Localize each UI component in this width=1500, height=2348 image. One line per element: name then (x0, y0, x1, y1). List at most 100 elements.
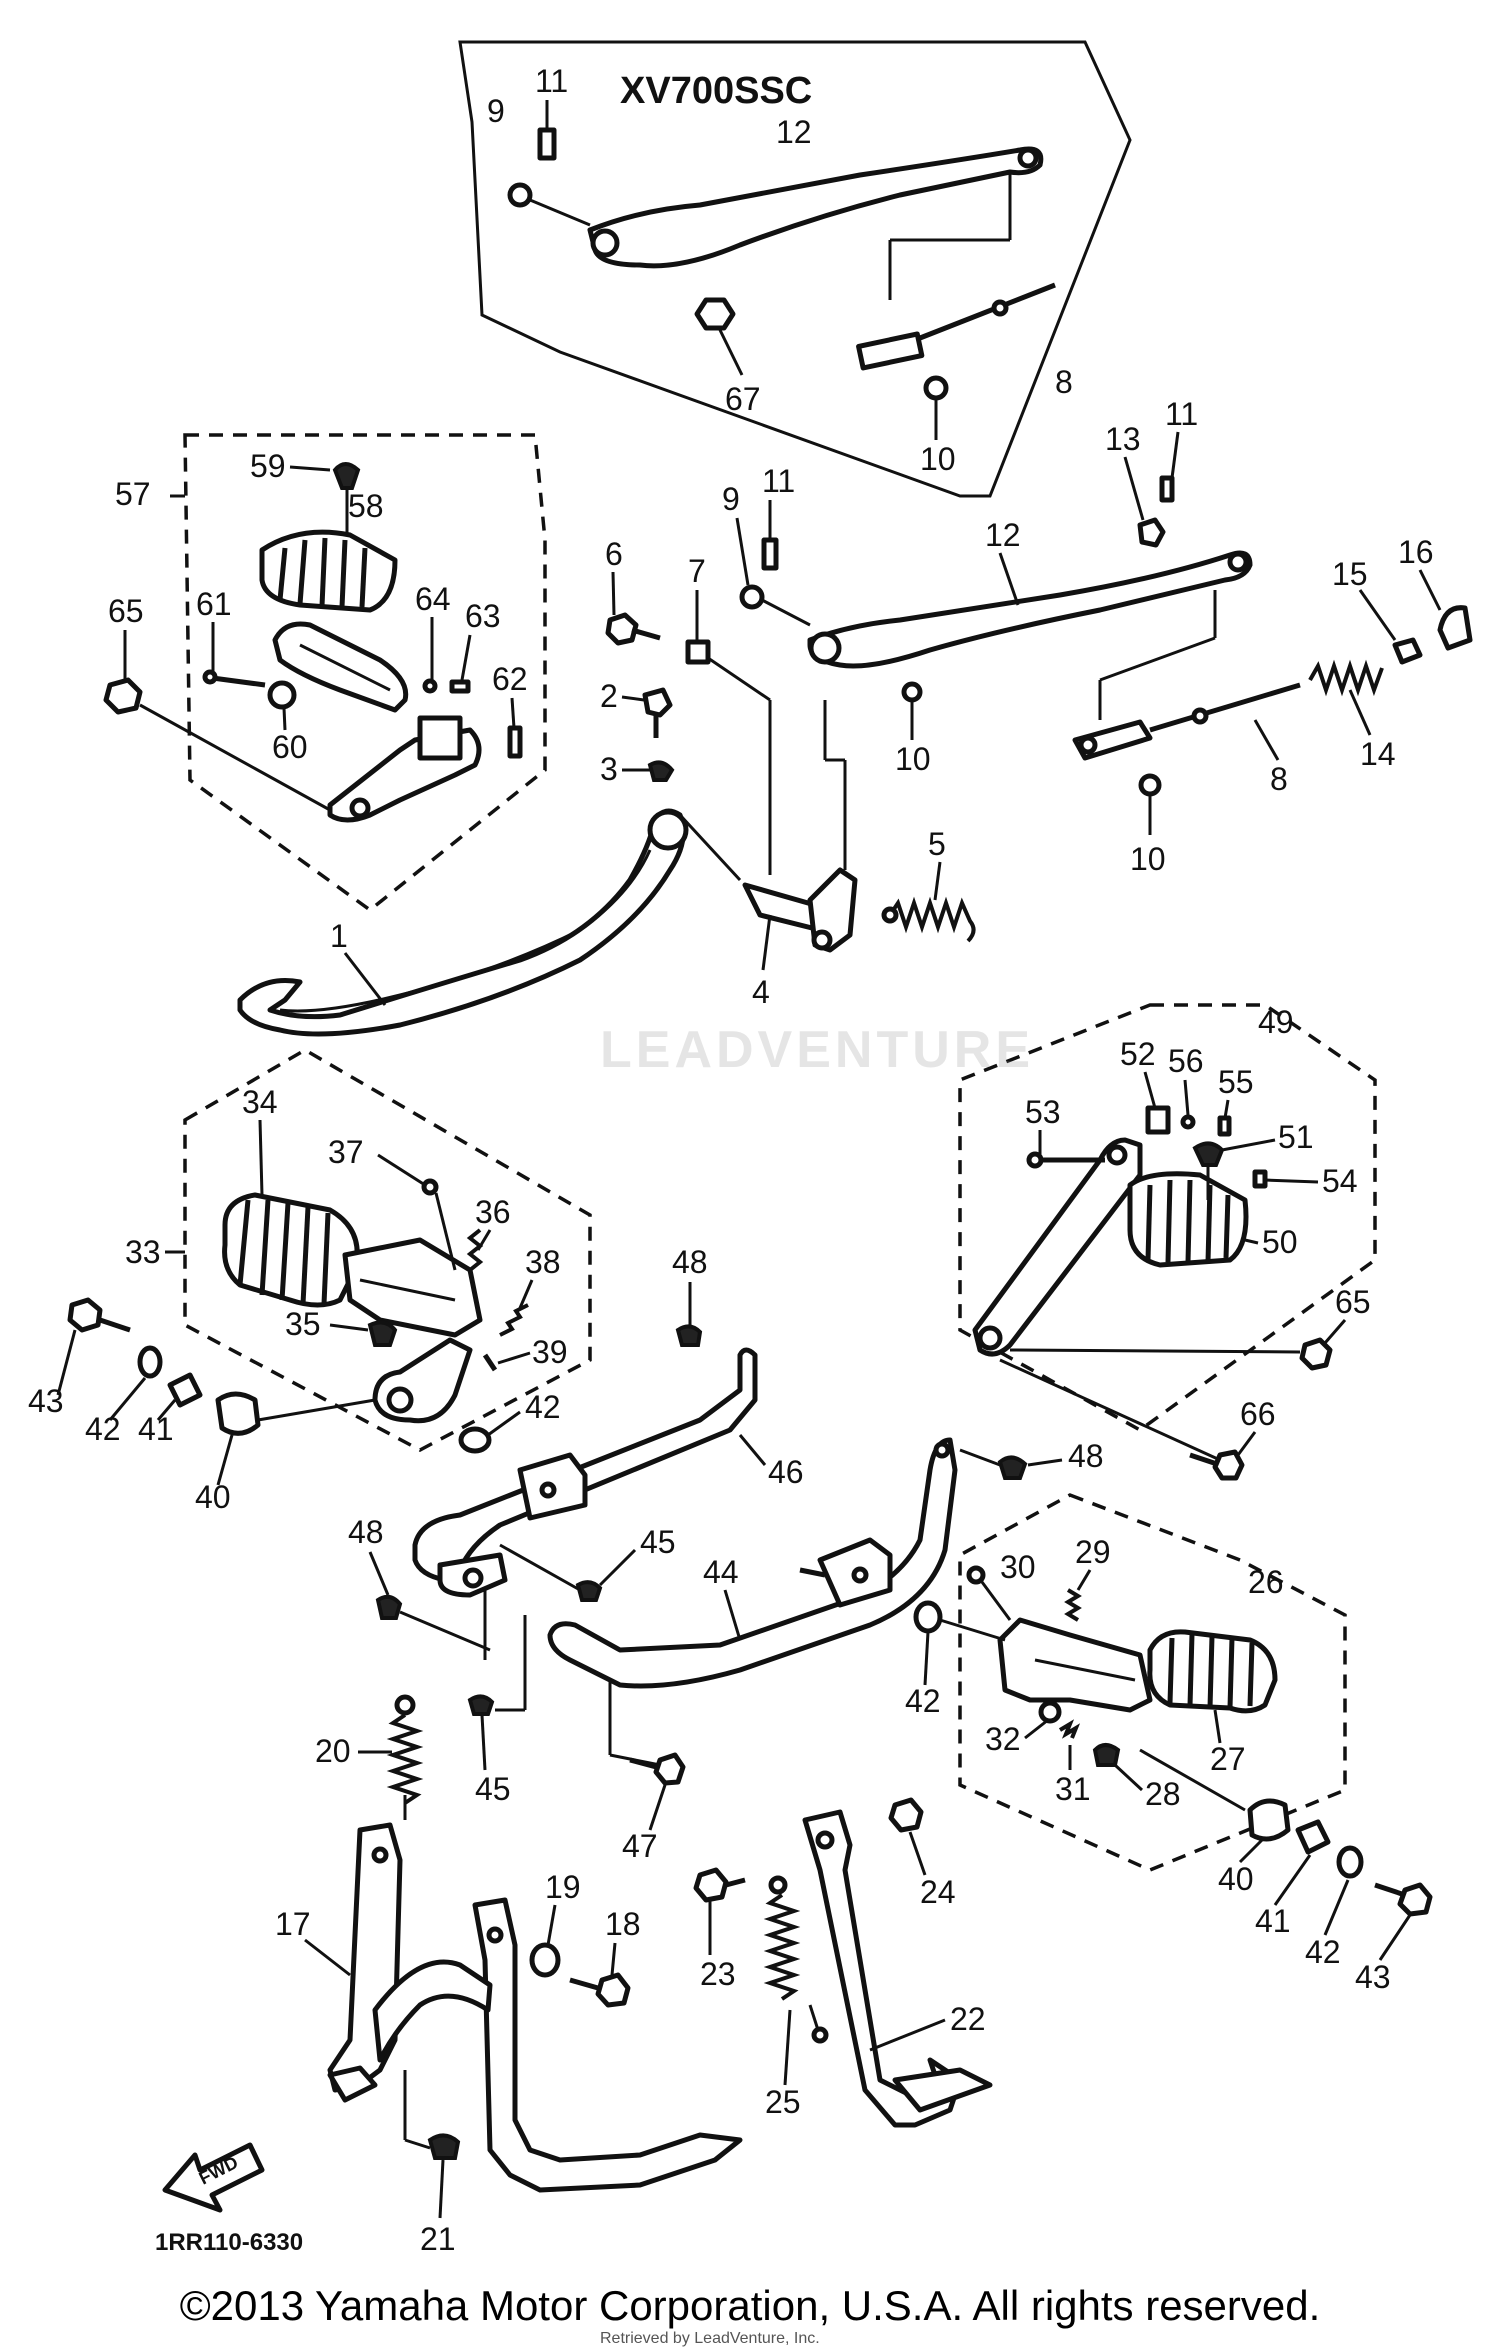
pin-37 (421, 1178, 439, 1196)
callout-26: 26 (1248, 1564, 1284, 1600)
pin-11 (537, 127, 557, 161)
callout-43: 43 (28, 1383, 64, 1419)
callout-33: 33 (125, 1234, 161, 1270)
inset-xv700ssc: XV700SSC 11 9 12 67 8 10 (458, 40, 1132, 498)
brake-rod-12 (587, 146, 1044, 269)
callout-8: 8 (1055, 364, 1073, 400)
callout-10c: 10 (1130, 841, 1166, 877)
pin-10 (923, 375, 949, 401)
callout-65b: 65 (1335, 1284, 1371, 1320)
callout-43b: 43 (1355, 1959, 1391, 1995)
nut-35 (367, 1320, 398, 1347)
callout-63: 63 (465, 598, 501, 634)
pin-62 (507, 725, 523, 759)
bolt-51 (1192, 1141, 1225, 1167)
callout-19: 19 (545, 1869, 581, 1905)
clip-55 (1217, 1115, 1232, 1137)
footrest-assy-33: 34 37 33 36 38 35 39 43 42 41 40 (28, 1047, 592, 1515)
spring-29 (1064, 1588, 1082, 1622)
callout-57: 57 (115, 476, 151, 512)
callout-1: 1 (330, 918, 348, 954)
copyright-notice: ©2013 Yamaha Motor Corporation, U.S.A. A… (179, 2282, 1321, 2329)
collar-52 (1145, 1105, 1171, 1135)
footnote: Retrieved by LeadVenture, Inc. (600, 2330, 820, 2347)
callout-8b: 8 (1270, 761, 1288, 797)
rod-8b (1149, 682, 1301, 733)
callout-13: 13 (1105, 421, 1141, 457)
callout-11c: 11 (1165, 396, 1198, 432)
callout-17: 17 (275, 1906, 311, 1942)
bolt-13 (1137, 517, 1166, 548)
callout-48c: 48 (348, 1514, 384, 1550)
footrest-arm (372, 1337, 473, 1424)
pin-11c (1159, 475, 1175, 503)
callout-31: 31 (1055, 1771, 1091, 1807)
washer-42b (458, 1426, 492, 1454)
washer-56 (1180, 1114, 1196, 1130)
callout-12b: 12 (985, 517, 1021, 553)
collar-41 (167, 1372, 203, 1408)
callout-7: 7 (688, 553, 706, 589)
callout-48a: 48 (672, 1244, 708, 1280)
watermark: LEADVENTURE (600, 1021, 1035, 1079)
callout-11b: 11 (762, 463, 795, 499)
bolt-47 (653, 1752, 686, 1786)
footrest-assy-57: 57 59 58 65 61 64 63 62 60 (103, 433, 547, 913)
footrest-bracket-46 (412, 1347, 758, 1583)
washer-42 (137, 1345, 163, 1379)
callout-45a: 45 (640, 1524, 676, 1560)
spring-14 (1308, 659, 1384, 697)
inset-outline (458, 40, 1132, 498)
group-33-outline (183, 1047, 592, 1452)
callout-59: 59 (250, 448, 286, 484)
callout-25: 25 (765, 2084, 801, 2120)
spring-25 (763, 1893, 801, 2001)
footrest-brackets: 48 42 46 48 48 45 44 45 47 (348, 1244, 1104, 1864)
spring-36 (466, 1228, 484, 1272)
washer-7 (685, 639, 711, 665)
callout-42d: 42 (1305, 1934, 1341, 1970)
callout-39: 39 (532, 1334, 568, 1370)
callout-44: 44 (703, 1554, 739, 1590)
callout-42: 42 (85, 1411, 121, 1447)
brake-rod-12b (807, 550, 1253, 669)
bolt-66 (1212, 1449, 1245, 1481)
callout-10: 10 (920, 441, 956, 477)
callout-14: 14 (1360, 736, 1396, 772)
front-footrest-body-r (997, 1617, 1153, 1713)
nut-48b (997, 1455, 1028, 1480)
callout-55: 55 (1218, 1064, 1254, 1100)
front-direction-arrow-icon (162, 2142, 265, 2213)
callout-54: 54 (1322, 1163, 1358, 1199)
callout-32: 32 (985, 1721, 1021, 1757)
callout-9b: 9 (722, 481, 740, 517)
callout-38: 38 (525, 1244, 561, 1280)
bolt-65b (1299, 1337, 1333, 1371)
callout-15: 15 (1332, 556, 1368, 592)
callout-27: 27 (1210, 1741, 1246, 1777)
callout-40b: 40 (1218, 1861, 1254, 1897)
bolt-59 (332, 462, 361, 490)
inset-title: XV700SSC (620, 70, 812, 112)
callout-3: 3 (600, 751, 618, 787)
callout-65: 65 (108, 593, 144, 629)
drawing-number: 1RR110-6330 (155, 2229, 303, 2256)
callout-47: 47 (622, 1828, 658, 1864)
callout-41b: 41 (1255, 1903, 1291, 1939)
group-49-outline (958, 1003, 1377, 1433)
callout-10b: 10 (895, 741, 931, 777)
bolt-23 (693, 1867, 729, 1903)
callout-56: 56 (1168, 1043, 1204, 1079)
center-stand-17-left (327, 1822, 403, 2093)
callout-6: 6 (605, 536, 623, 572)
pin-32 (1038, 1700, 1062, 1724)
callout-30: 30 (1000, 1549, 1036, 1585)
collar-41b (1295, 1819, 1331, 1855)
nut-48c (375, 1594, 403, 1620)
brake-pedal-1 (237, 808, 686, 1037)
callout-52: 52 (1120, 1036, 1156, 1072)
bolt-9 (507, 182, 533, 208)
washer-42d (1336, 1845, 1364, 1879)
callout-23: 23 (700, 1956, 736, 1992)
